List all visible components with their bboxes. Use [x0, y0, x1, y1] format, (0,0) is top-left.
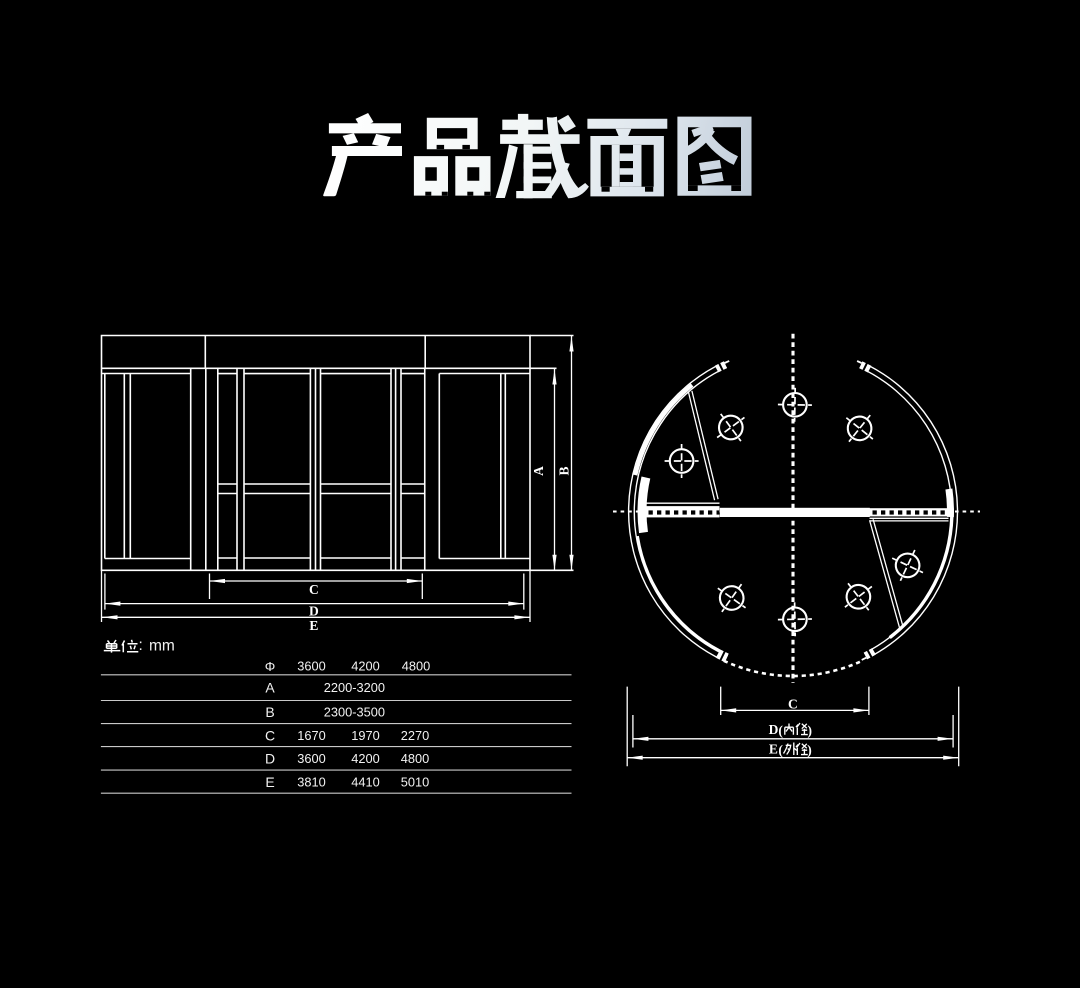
svg-text:C: C [265, 727, 275, 743]
svg-text:mm: mm [149, 637, 175, 654]
svg-text:B: B [556, 466, 571, 475]
svg-text:3600: 3600 [297, 751, 325, 766]
svg-text:): ) [808, 723, 813, 738]
svg-text:E: E [265, 774, 274, 790]
svg-text:1970: 1970 [351, 728, 379, 743]
svg-text:2300-3500: 2300-3500 [324, 705, 385, 720]
svg-text:3810: 3810 [297, 775, 325, 790]
svg-text:E: E [309, 618, 318, 633]
svg-text:(: ( [778, 723, 783, 738]
svg-text:B: B [265, 704, 274, 720]
svg-text:4800: 4800 [401, 751, 429, 766]
svg-text:2270: 2270 [401, 728, 429, 743]
svg-text:A: A [531, 466, 546, 476]
svg-text:5010: 5010 [401, 775, 429, 790]
svg-text:D: D [309, 604, 319, 619]
svg-text:C: C [788, 697, 798, 712]
svg-text:4200: 4200 [351, 658, 379, 673]
svg-text:A: A [265, 680, 275, 696]
svg-text:D: D [265, 751, 275, 767]
svg-text:): ) [807, 743, 812, 758]
svg-text:4200: 4200 [351, 751, 379, 766]
svg-text:C: C [309, 582, 319, 597]
svg-text:3600: 3600 [297, 658, 325, 673]
svg-text::: : [139, 637, 143, 654]
svg-text:E: E [769, 742, 778, 757]
svg-text:2200-3200: 2200-3200 [324, 680, 385, 695]
svg-text:1670: 1670 [297, 728, 325, 743]
svg-text:4800: 4800 [402, 658, 430, 673]
svg-text:Φ: Φ [265, 659, 276, 674]
svg-text:D: D [769, 722, 779, 737]
svg-text:(: ( [778, 743, 783, 758]
svg-text:4410: 4410 [351, 775, 379, 790]
